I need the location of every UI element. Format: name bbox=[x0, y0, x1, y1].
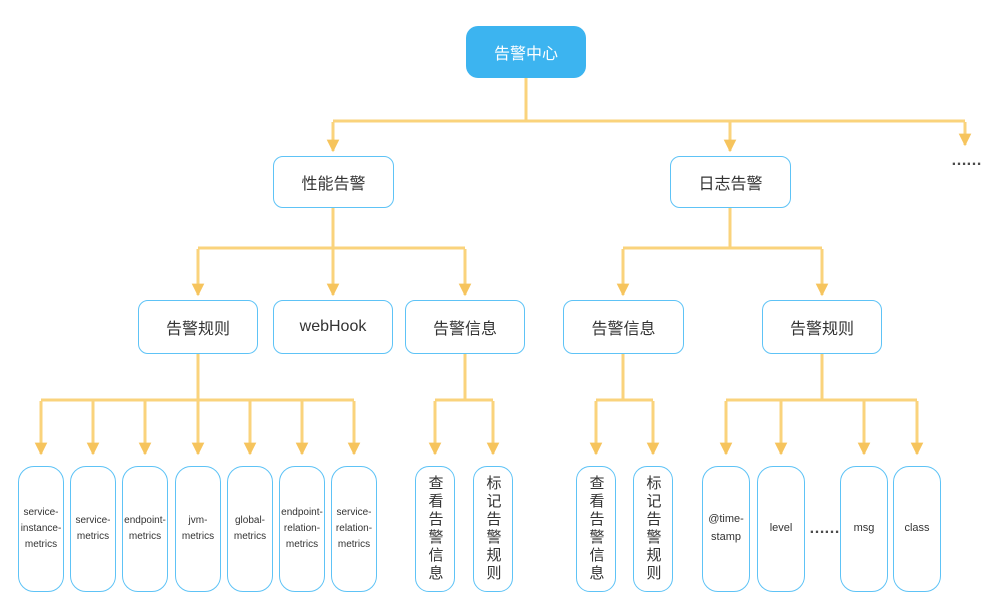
leaf-service-relation-metrics: service-relation-metrics bbox=[331, 466, 377, 592]
leaf-global-metrics: global-metrics bbox=[227, 466, 273, 592]
leaf-endpoint-metrics: endpoint-metrics bbox=[122, 466, 168, 592]
leaf-perf-mark-alert-rule: 标记告警规则 bbox=[473, 466, 513, 592]
leaf-service-instance-metrics: service-instance-metrics bbox=[18, 466, 64, 592]
leaf-perf-view-alert-info: 查看告警信息 bbox=[415, 466, 455, 592]
leaf-class: class bbox=[893, 466, 941, 592]
node-log-alert: 日志告警 bbox=[670, 156, 791, 208]
node-log-alert-rules: 告警规则 bbox=[762, 300, 882, 354]
node-webhook: webHook bbox=[273, 300, 393, 354]
leaf-msg: msg bbox=[840, 466, 888, 592]
leaf-log-view-alert-info: 查看告警信息 bbox=[576, 466, 616, 592]
leaf-jvm-metrics: jvm-metrics bbox=[175, 466, 221, 592]
leaf-endpoint-relation-metrics: endpoint-relation-metrics bbox=[279, 466, 325, 592]
level2-ellipsis: …… bbox=[951, 152, 982, 169]
node-perf-alert-info: 告警信息 bbox=[405, 300, 525, 354]
log-rule-ellipsis: …… bbox=[809, 520, 840, 537]
node-log-alert-info: 告警信息 bbox=[563, 300, 684, 354]
node-performance-alert: 性能告警 bbox=[273, 156, 394, 208]
leaf-level: level bbox=[757, 466, 805, 592]
leaf-log-mark-alert-rule: 标记告警规则 bbox=[633, 466, 673, 592]
node-perf-alert-rules: 告警规则 bbox=[138, 300, 258, 354]
leaf-timestamp: @time-stamp bbox=[702, 466, 750, 592]
node-alert-center: 告警中心 bbox=[466, 26, 586, 78]
leaf-service-metrics: service-metrics bbox=[70, 466, 116, 592]
